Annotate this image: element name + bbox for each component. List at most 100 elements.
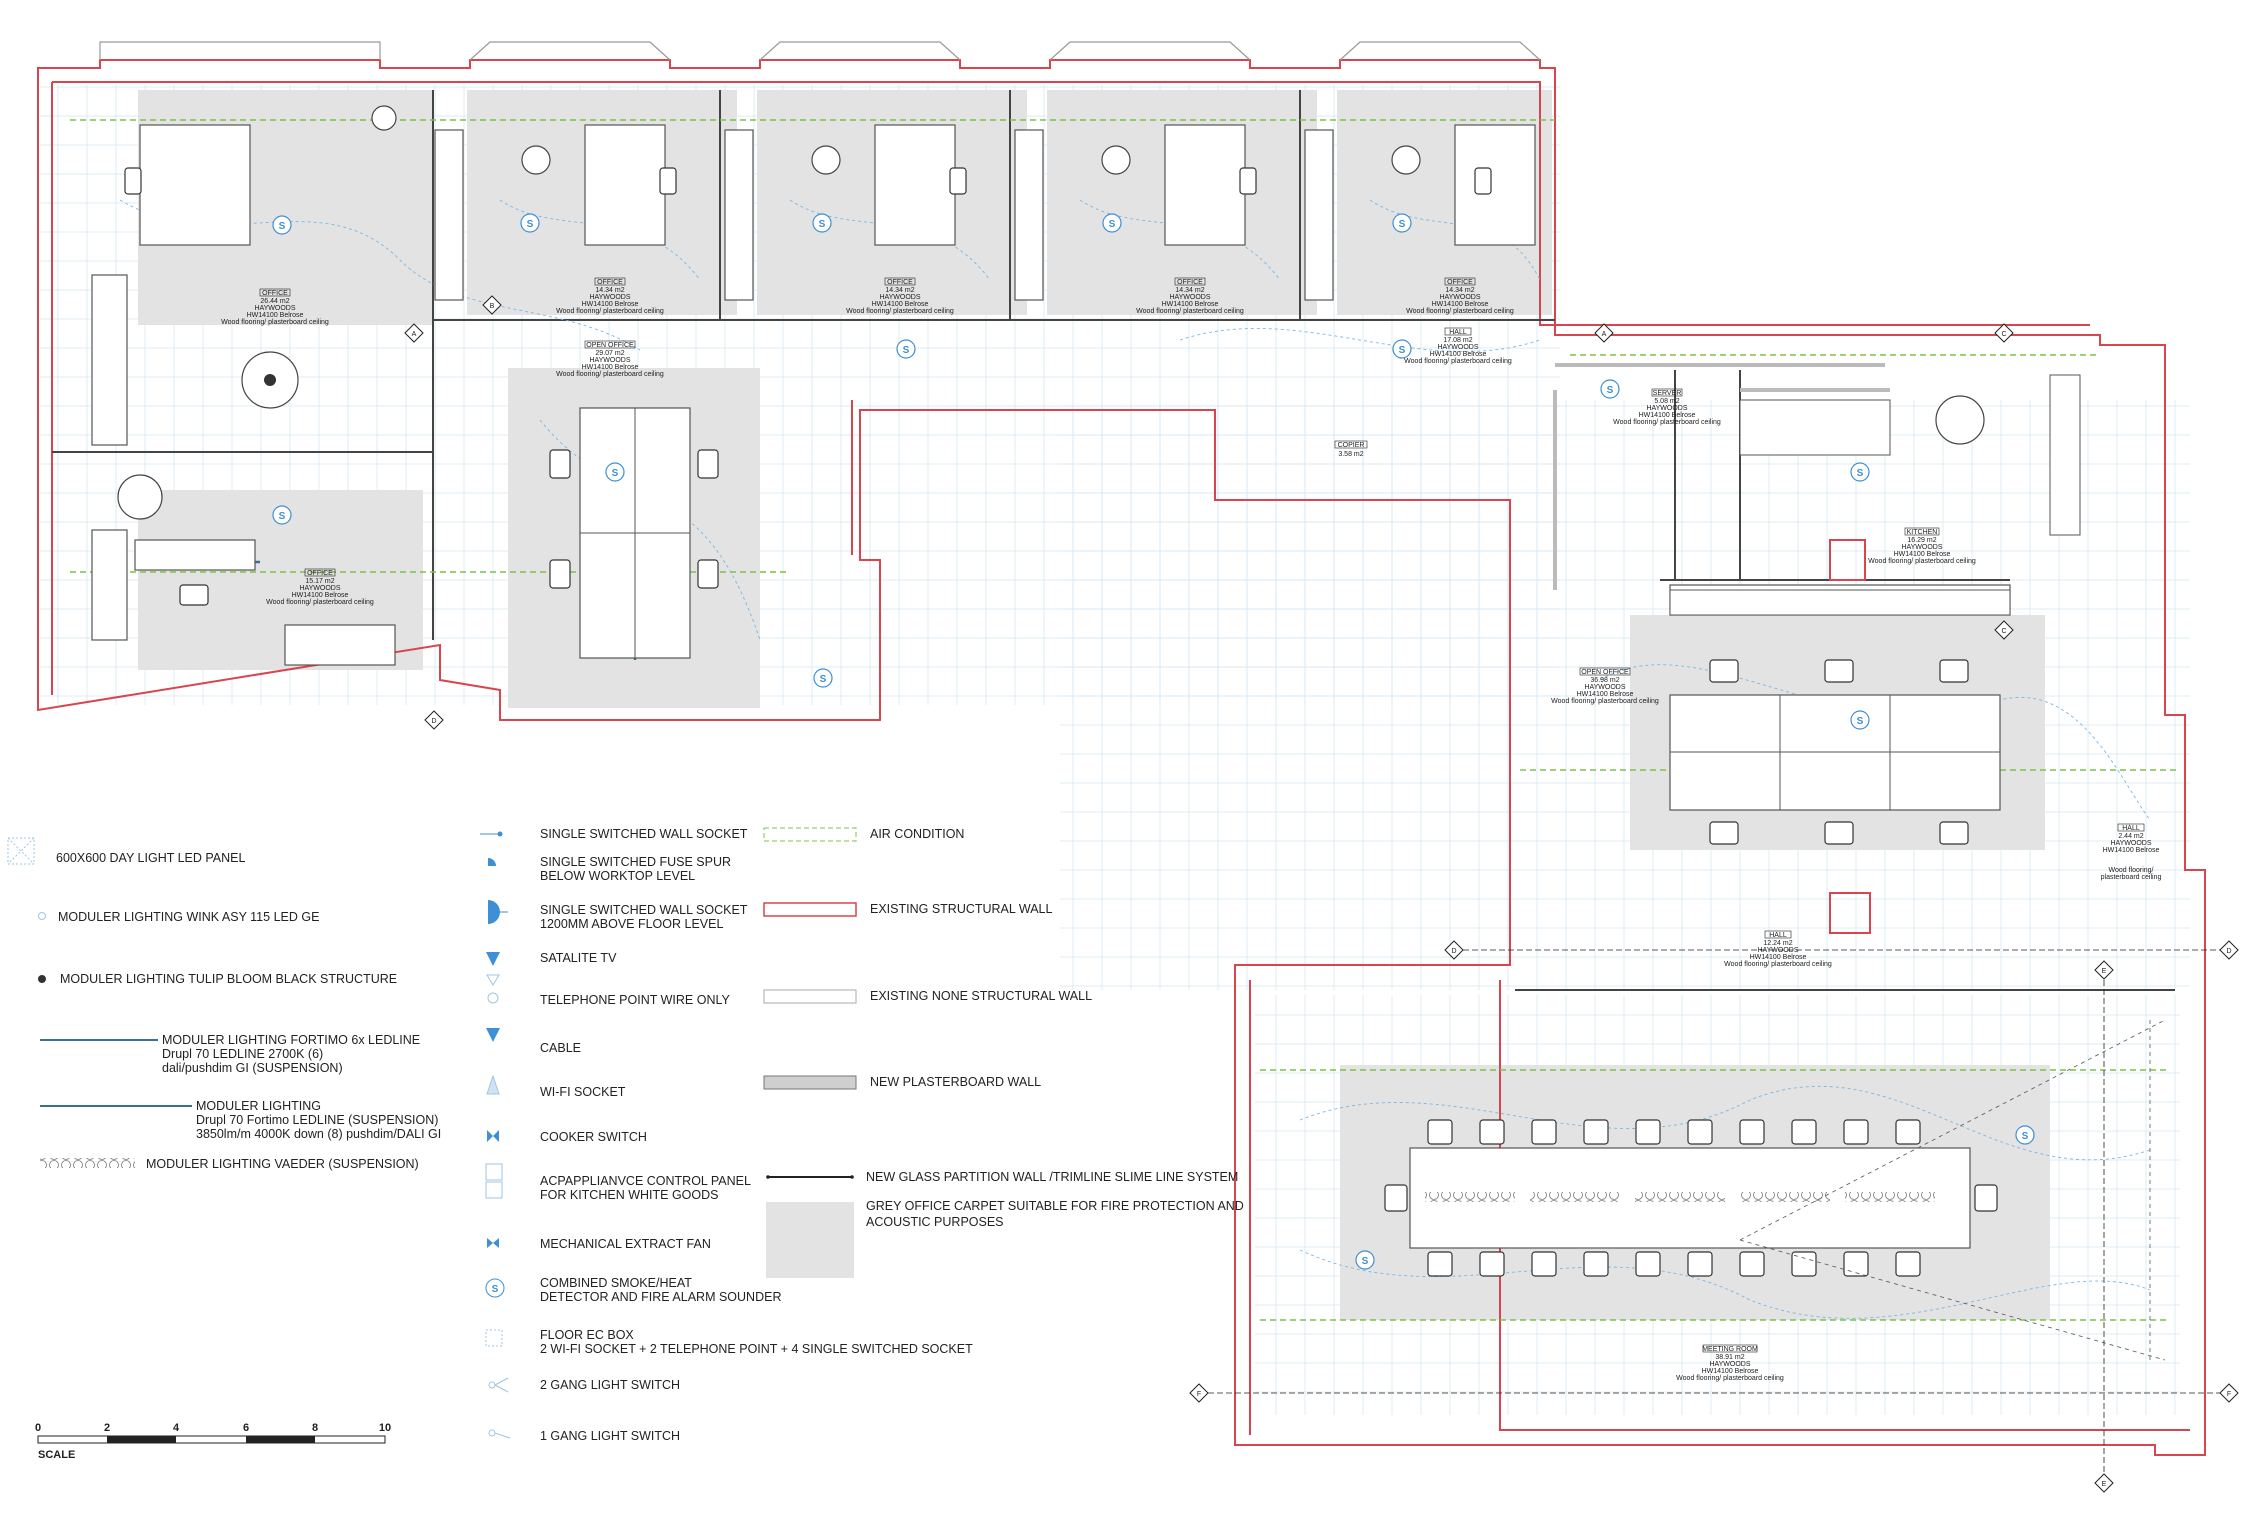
red-columns	[1829, 539, 1871, 934]
room-label-open-office2: OPEN OFFICE 36.98 m2 HAYWOODS HW14100 Be…	[1551, 667, 1659, 705]
svg-text:Wood flooring/ plasterboard ce: Wood flooring/ plasterboard ceiling	[1404, 358, 1512, 365]
svg-text:10: 10	[379, 1422, 391, 1434]
svg-text:HAYWOODS: HAYWOODS	[254, 305, 295, 312]
svg-text:EXISTING NONE STRUCTURAL WALL: EXISTING NONE STRUCTURAL WALL	[870, 989, 1092, 1003]
legend-item-satellite-tv: SATALITE TV	[486, 951, 617, 966]
svg-text:F: F	[2227, 1391, 2231, 1398]
svg-text:HW14100 Belrose: HW14100 Belrose	[1750, 954, 1807, 961]
legend-item-wifi: WI-FI SOCKET	[486, 1074, 626, 1099]
svg-text:ACPAPPLIANVCE CONTROL PANEL: ACPAPPLIANVCE CONTROL PANEL	[540, 1174, 751, 1188]
smoke-detector-s: S	[279, 221, 286, 232]
svg-text:HAYWOODS: HAYWOODS	[879, 294, 920, 301]
desk-dividers	[580, 408, 2000, 810]
legend-item-tulip-light: MODULER LIGHTING TULIP BLOOM BLACK STRUC…	[38, 972, 397, 986]
svg-text:HAYWOODS: HAYWOODS	[299, 585, 340, 592]
svg-text:HAYWOODS: HAYWOODS	[589, 357, 630, 364]
vaeder-lights	[1425, 1192, 1935, 1202]
room-label-hall3: HALL 12.24 m2 HAYWOODS HW14100 Belrose W…	[1724, 930, 1832, 968]
svg-text:C: C	[2001, 628, 2006, 635]
svg-text:SATALITE TV: SATALITE TV	[540, 951, 617, 965]
room-label-office3: OFFICE 14.34 m2 HAYWOODS HW14100 Belrose…	[846, 277, 954, 315]
svg-text:OFFICE: OFFICE	[1447, 279, 1473, 286]
svg-text:A: A	[1602, 331, 1607, 338]
svg-text:HW14100 Belrose: HW14100 Belrose	[1702, 1368, 1759, 1375]
svg-text:WI-FI SOCKET: WI-FI SOCKET	[540, 1085, 626, 1099]
legend-item-carpet: GREY OFFICE CARPET SUITABLE FOR FIRE PRO…	[766, 1199, 1244, 1278]
svg-text:HAYWOODS: HAYWOODS	[1169, 294, 1210, 301]
svg-text:AIR CONDITION: AIR CONDITION	[870, 827, 964, 841]
scale-bar: 0 2 4 6 8 10 SCALE	[35, 1422, 391, 1461]
svg-text:TELEPHONE POINT WIRE ONLY: TELEPHONE POINT WIRE ONLY	[540, 993, 731, 1007]
svg-text:Wood flooring/ plasterboard ce: Wood flooring/ plasterboard ceiling	[1406, 308, 1514, 315]
room-label-office5: OFFICE 14.34 m2 HAYWOODS HW14100 Belrose…	[1406, 277, 1514, 315]
svg-text:6: 6	[243, 1422, 249, 1434]
smoke-detector-s: S	[1857, 716, 1864, 727]
svg-text:HAYWOODS: HAYWOODS	[1757, 947, 1798, 954]
svg-text:SINGLE SWITCHED WALL SOCKET: SINGLE SWITCHED WALL SOCKET	[540, 903, 748, 917]
svg-text:14.34 m2: 14.34 m2	[595, 287, 624, 294]
svg-text:DETECTOR AND FIRE ALARM SOUNDE: DETECTOR AND FIRE ALARM SOUNDER	[540, 1290, 781, 1304]
svg-text:KITCHEN: KITCHEN	[1907, 529, 1938, 536]
smoke-detector-s: S	[1109, 219, 1116, 230]
svg-text:Wood flooring/ plasterboard ce: Wood flooring/ plasterboard ceiling	[1136, 308, 1244, 315]
svg-text:Wood flooring/ plasterboard ce: Wood flooring/ plasterboard ceiling	[266, 599, 374, 606]
svg-text:HW14100 Belrose: HW14100 Belrose	[2103, 847, 2160, 854]
room-label-hall2: HALL 2.44 m2 HAYWOODS HW14100 Belrose Wo…	[2101, 823, 2162, 881]
svg-text:EXISTING STRUCTURAL WALL: EXISTING STRUCTURAL WALL	[870, 902, 1052, 916]
svg-text:Wood flooring/ plasterboard ce: Wood flooring/ plasterboard ceiling	[1724, 961, 1832, 968]
svg-text:HW14100 Belrose: HW14100 Belrose	[1894, 551, 1951, 558]
room-label-office1: OFFICE 26.44 m2 HAYWOODS HW14100 Belrose…	[221, 288, 329, 326]
svg-text:SCALE: SCALE	[38, 1449, 75, 1461]
svg-text:HALL: HALL	[1449, 329, 1467, 336]
svg-text:1 GANG LIGHT SWITCH: 1 GANG LIGHT SWITCH	[540, 1429, 680, 1443]
svg-text:OFFICE: OFFICE	[262, 290, 288, 297]
legend-item-control-panel: ACPAPPLIANVCE CONTROL PANEL FOR KITCHEN …	[485, 1163, 751, 1202]
svg-text:Drupl 70 LEDLINE 2700K (6): Drupl 70 LEDLINE 2700K (6)	[162, 1047, 323, 1061]
svg-text:2: 2	[104, 1422, 110, 1434]
svg-text:FOR KITCHEN WHITE GOODS: FOR KITCHEN WHITE GOODS	[540, 1188, 718, 1202]
svg-text:HW14100 Belrose: HW14100 Belrose	[872, 301, 929, 308]
room-label-hall1: HALL 17.08 m2 HAYWOODS HW14100 Belrose W…	[1404, 327, 1512, 365]
legend-item-air-condition: AIR CONDITION	[763, 827, 964, 842]
svg-text:HW14100 Belrose: HW14100 Belrose	[1577, 691, 1634, 698]
svg-text:dali/pushdim GI (SUSPENSION): dali/pushdim GI (SUSPENSION)	[162, 1061, 343, 1075]
svg-text:Wood flooring/ plasterboard ce: Wood flooring/ plasterboard ceiling	[1868, 558, 1976, 565]
room-label-office2: OFFICE 14.34 m2 HAYWOODS HW14100 Belrose…	[556, 277, 664, 315]
svg-text:0: 0	[35, 1422, 41, 1434]
svg-text:CABLE: CABLE	[540, 1041, 581, 1055]
svg-text:C: C	[2001, 331, 2006, 338]
svg-text:HW14100 Belrose: HW14100 Belrose	[1430, 351, 1487, 358]
svg-text:OFFICE: OFFICE	[1177, 279, 1203, 286]
meeting-screen	[1739, 1019, 2166, 1361]
smoke-detector-s: S	[1607, 385, 1614, 396]
legend-item-glass-partition: NEW GLASS PARTITION WALL /TRIMLINE SLIME…	[766, 1170, 1238, 1184]
legend-item-switch-2gang: 2 GANG LIGHT SWITCH	[488, 1377, 680, 1393]
svg-text:2.44 m2: 2.44 m2	[2118, 833, 2143, 840]
svg-text:plasterboard ceiling: plasterboard ceiling	[2101, 874, 2162, 881]
svg-text:2 WI-FI SOCKET + 2 TELEPHONE P: 2 WI-FI SOCKET + 2 TELEPHONE POINT + 4 S…	[540, 1342, 973, 1356]
smoke-detector-s: S	[2022, 1131, 2029, 1142]
smoke-detectors	[272, 213, 2035, 1270]
smoke-detector-s: S	[1399, 219, 1406, 230]
smoke-detector-s: S	[279, 511, 286, 522]
svg-text:15.17 m2: 15.17 m2	[305, 578, 334, 585]
smoke-detector-s: S	[903, 345, 910, 356]
svg-text:HW14100 Belrose: HW14100 Belrose	[582, 364, 639, 371]
svg-text:38.91 m2: 38.91 m2	[1715, 1354, 1744, 1361]
svg-text:D: D	[1451, 948, 1456, 955]
svg-text:3.58 m2: 3.58 m2	[1338, 451, 1363, 458]
svg-text:5.08 m2: 5.08 m2	[1654, 398, 1679, 405]
legend-item-cable: CABLE	[486, 1028, 581, 1055]
svg-text:HW14100 Belrose: HW14100 Belrose	[1432, 301, 1489, 308]
svg-text:HW14100 Belrose: HW14100 Belrose	[247, 312, 304, 319]
svg-text:17.08 m2: 17.08 m2	[1443, 337, 1472, 344]
room-label-office6: OFFICE 15.17 m2 HAYWOODS HW14100 Belrose…	[266, 568, 374, 606]
svg-text:HAYWOODS: HAYWOODS	[1901, 544, 1942, 551]
meeting-chairs	[1384, 1119, 1998, 1277]
room-label-office4: OFFICE 14.34 m2 HAYWOODS HW14100 Belrose…	[1136, 277, 1244, 315]
smoke-detector-s: S	[819, 219, 826, 230]
svg-text:HAYWOODS: HAYWOODS	[1437, 344, 1478, 351]
kitchen-units	[1669, 374, 2081, 616]
legend-item-fortimo-line: MODULER LIGHTING FORTIMO 6x LEDLINE Drup…	[40, 1033, 420, 1075]
legend-mid: SINGLE SWITCHED WALL SOCKET SINGLE SWITC…	[480, 827, 973, 1443]
